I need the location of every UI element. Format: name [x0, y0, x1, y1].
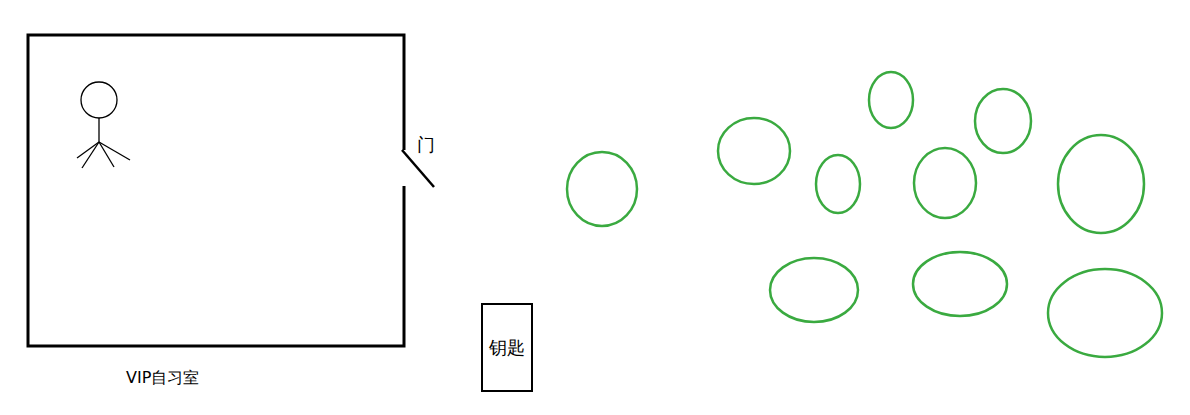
green-circle [567, 152, 637, 226]
green-circle [718, 118, 790, 184]
person-leg [99, 142, 114, 167]
green-circle [913, 252, 1007, 316]
door-leaf [402, 150, 434, 187]
green-circles [567, 72, 1162, 357]
door-label: 门 [417, 134, 435, 156]
person-leg [82, 142, 99, 168]
green-circle [1048, 269, 1162, 357]
green-circle [869, 72, 913, 128]
green-circle [770, 258, 858, 322]
room-outline [28, 35, 404, 346]
room-walls [28, 35, 434, 346]
green-circle [1058, 135, 1144, 233]
green-circle [816, 155, 860, 213]
green-circle [975, 89, 1031, 153]
room-label: VIP自习室 [126, 368, 199, 387]
person-arm [77, 142, 99, 158]
room-region: VIP自习室 [28, 35, 405, 347]
person-figure [77, 82, 130, 168]
key-label: 钥匙 [489, 337, 525, 359]
key-box: 钥匙 [481, 303, 533, 392]
green-circle [914, 148, 976, 218]
person-body [98, 118, 99, 142]
person-head [81, 82, 117, 118]
